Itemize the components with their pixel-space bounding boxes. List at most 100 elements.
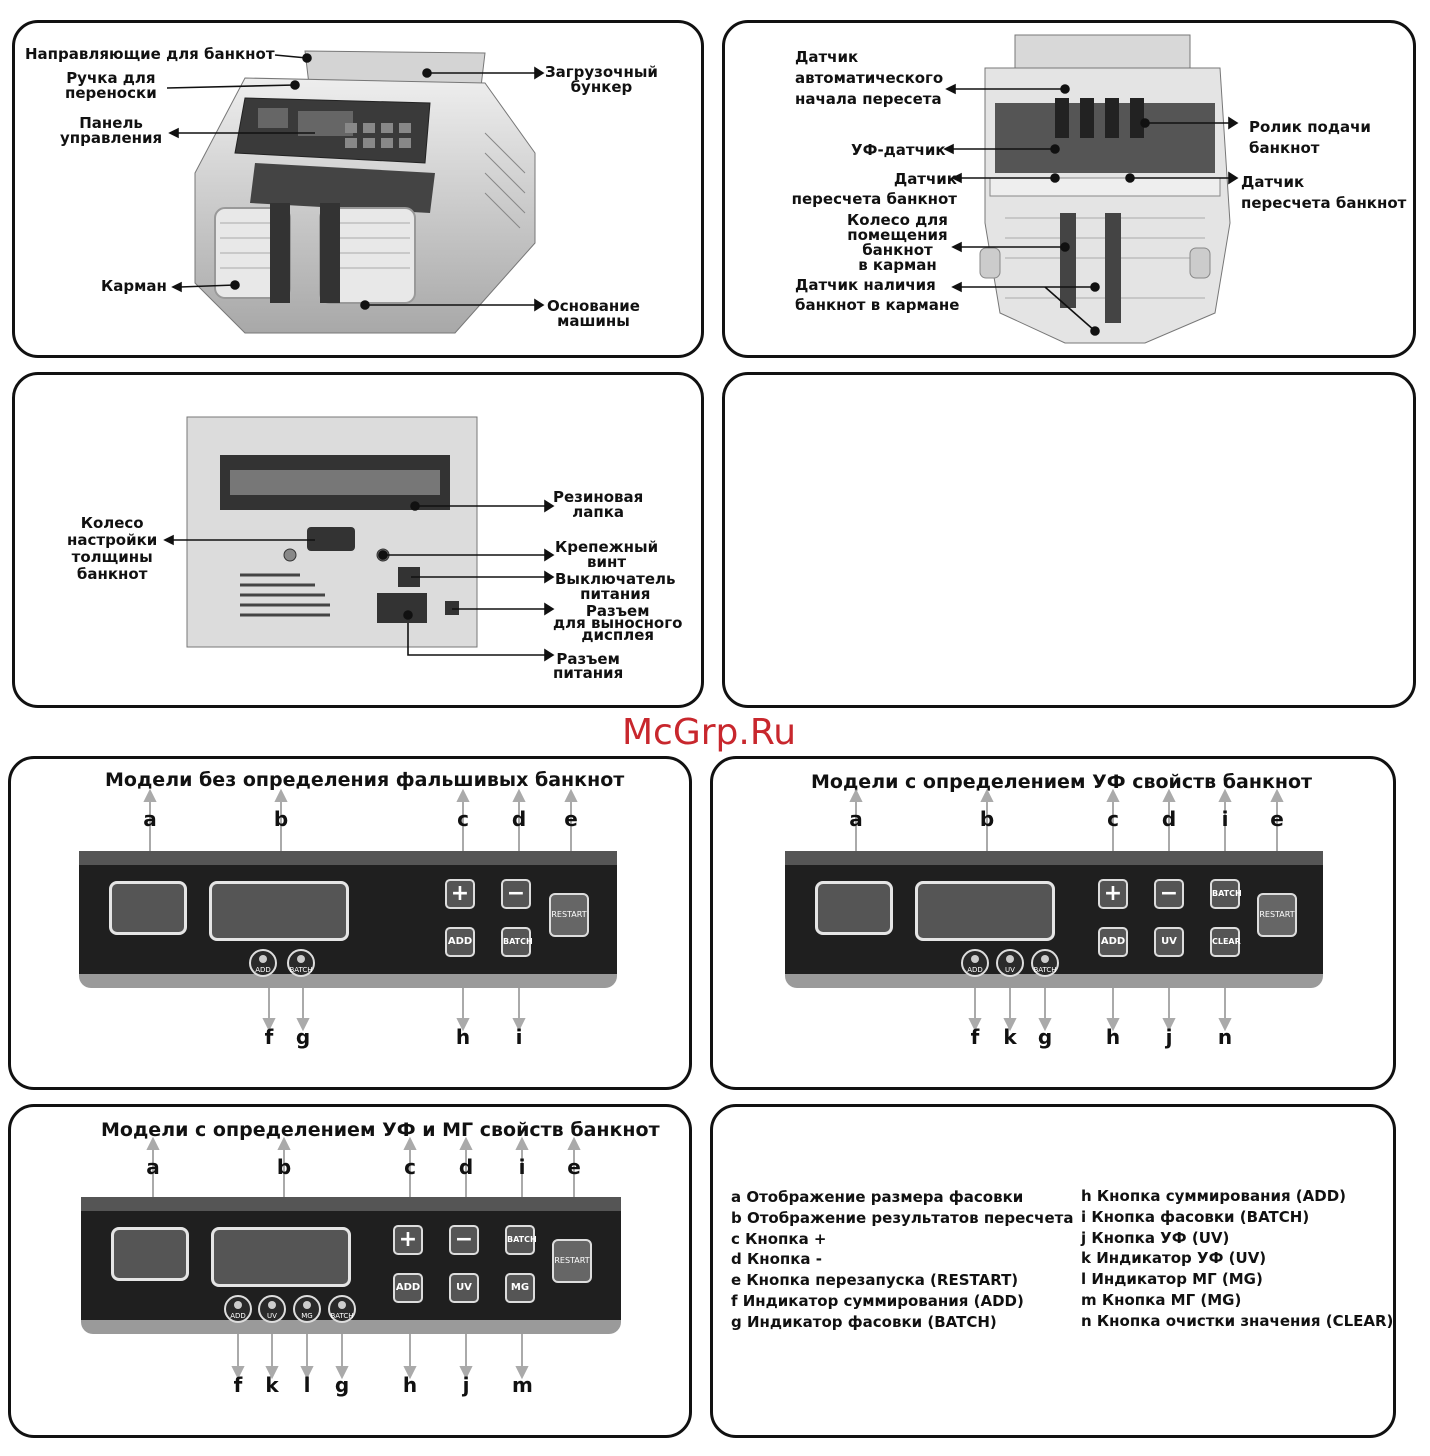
legend-item: n Кнопка очистки значения (CLEAR) xyxy=(1081,1311,1394,1330)
uv-indicator: UV xyxy=(996,949,1024,977)
minus-button[interactable]: − xyxy=(501,879,531,909)
add-indicator: ADD xyxy=(249,949,277,977)
mg-indicator: MG xyxy=(293,1295,321,1323)
add-indicator: ADD xyxy=(224,1295,252,1323)
letter-d: d xyxy=(511,807,527,831)
legend-item: l Индикатор МГ (MG) xyxy=(1081,1270,1263,1289)
uv-button[interactable]: UV xyxy=(449,1273,479,1303)
label-machine-base: Основание машины xyxy=(547,297,640,330)
letter-g: g xyxy=(1037,1025,1053,1049)
label-display-port: Разъем для выносного дисплея xyxy=(553,602,683,644)
front-view-panel: Направляющие для банкнот Ручка для перен… xyxy=(12,20,704,358)
legend-right-column: h Кнопка суммирования (ADD) i Кнопка фас… xyxy=(1081,1186,1393,1332)
batch-indicator: BATCH xyxy=(1031,949,1059,977)
uv-indicator: UV xyxy=(258,1295,286,1323)
letter-g: g xyxy=(334,1373,350,1397)
plus-button[interactable]: + xyxy=(1098,879,1128,909)
label-pocket: Карман xyxy=(101,277,167,295)
control-panel-uv-mg: Модели с определением УФ и МГ свойств ба… xyxy=(8,1104,692,1438)
label-count-sensor-left: Датчик пересчета банкнот xyxy=(791,170,957,208)
legend-item: d Кнопка - xyxy=(731,1250,823,1269)
legend-left-column: a Отображение размера фасовки b Отображе… xyxy=(731,1187,1073,1333)
control-panel-uv: Модели с определением УФ свойств банкнот… xyxy=(710,756,1396,1090)
letter-a: a xyxy=(146,1155,160,1179)
label-count-sensor-right: Датчик пересчета банкнот xyxy=(1241,173,1407,212)
add-button[interactable]: ADD xyxy=(1098,927,1128,957)
label-uv-sensor: УФ-датчик xyxy=(851,141,946,159)
legend-item: k Индикатор УФ (UV) xyxy=(1081,1249,1267,1268)
count-display xyxy=(915,881,1055,941)
panel-face: + − BATCH RESTART ADD UV CLEAR ADD UV BA… xyxy=(785,851,1323,988)
letter-f: f xyxy=(970,1025,980,1049)
legend-item: j Кнопка УФ (UV) xyxy=(1081,1228,1230,1247)
letter-i: i xyxy=(1221,807,1229,831)
inner-view-illustration xyxy=(943,34,1239,344)
letter-b: b xyxy=(276,1155,292,1179)
label-carry-handle: Ручка для переноски xyxy=(65,69,157,102)
label-pocket-sensor: Датчик наличия банкнот в кармане xyxy=(795,276,960,314)
mg-button[interactable]: MG xyxy=(505,1273,535,1303)
letter-f: f xyxy=(233,1373,243,1397)
panel-title: Модели с определением УФ и МГ свойств ба… xyxy=(101,1119,660,1141)
count-display xyxy=(209,881,349,941)
front-view-illustration xyxy=(166,50,545,334)
restart-button[interactable]: RESTART xyxy=(552,1239,592,1283)
batch-indicator: BATCH xyxy=(287,949,315,977)
plus-button[interactable]: + xyxy=(445,879,475,909)
clear-button[interactable]: CLEAR xyxy=(1210,927,1241,957)
legend-item: f Индикатор суммирования (ADD) xyxy=(731,1291,1024,1310)
add-button[interactable]: ADD xyxy=(393,1273,423,1303)
letter-g: g xyxy=(295,1025,311,1049)
letter-h: h xyxy=(1105,1025,1121,1049)
label-thickness-wheel: Колесо настройки толщины банкнот xyxy=(67,514,158,583)
letter-d: d xyxy=(1161,807,1177,831)
letter-n: n xyxy=(1217,1025,1233,1049)
minus-button[interactable]: − xyxy=(449,1225,479,1255)
batch-button[interactable]: BATCH xyxy=(501,927,533,957)
panel-title: Модели с определением УФ свойств банкнот xyxy=(811,771,1313,793)
label-stacker-wheel: Колесо для помещения банкнот в карман xyxy=(847,211,948,274)
letter-e: e xyxy=(1270,807,1284,831)
label-power-port: Разъем питания xyxy=(553,650,624,682)
batch-size-display xyxy=(815,881,893,935)
legend-item: m Кнопка МГ (MG) xyxy=(1081,1290,1242,1309)
minus-button[interactable]: − xyxy=(1154,879,1184,909)
restart-button[interactable]: RESTART xyxy=(549,893,589,937)
label-banknote-guides: Направляющие для банкнот xyxy=(25,45,275,63)
letter-b: b xyxy=(979,807,995,831)
label-auto-start-sensor: Датчик автоматического начала пересета xyxy=(795,48,944,108)
letter-j: j xyxy=(462,1373,470,1397)
letter-a: a xyxy=(143,807,157,831)
legend-item: i Кнопка фасовки (BATCH) xyxy=(1081,1207,1310,1226)
letter-i: i xyxy=(515,1025,523,1049)
legend-item: b Отображение результатов пересчета xyxy=(731,1208,1074,1227)
label-rubber-flap: Резиновая лапка xyxy=(553,488,644,521)
label-mounting-screw: Крепежный винт xyxy=(555,538,659,571)
legend-panel: a Отображение размера фасовки b Отображе… xyxy=(710,1104,1396,1438)
rear-view-illustration xyxy=(163,416,555,662)
batch-size-display xyxy=(109,881,187,935)
label-hopper: Загрузочный бункер xyxy=(545,63,658,96)
letter-h: h xyxy=(402,1373,418,1397)
label-control-panel: Панель управления xyxy=(60,114,163,147)
letter-c: c xyxy=(1107,807,1119,831)
rear-view-panel: Колесо настройки толщины банкнот Резинов… xyxy=(12,372,704,708)
legend-item: g Индикатор фасовки (BATCH) xyxy=(731,1312,997,1331)
control-panel-basic: Модели без определения фальшивых банкнот… xyxy=(8,756,692,1090)
legend-item: e Кнопка перезапуска (RESTART) xyxy=(731,1271,1019,1290)
batch-button[interactable]: BATCH xyxy=(1210,879,1242,909)
restart-button[interactable]: RESTART xyxy=(1257,893,1297,937)
plus-button[interactable]: + xyxy=(393,1225,423,1255)
legend-item: a Отображение размера фасовки xyxy=(731,1188,1024,1206)
letter-b: b xyxy=(273,807,289,831)
add-button[interactable]: ADD xyxy=(445,927,475,957)
letter-j: j xyxy=(1165,1025,1173,1049)
batch-button[interactable]: BATCH xyxy=(505,1225,537,1255)
uv-button[interactable]: UV xyxy=(1154,927,1184,957)
letter-l: l xyxy=(303,1373,311,1397)
letter-d: d xyxy=(458,1155,474,1179)
label-power-switch: Выключатель питания xyxy=(555,570,676,603)
label-feed-roller: Ролик подачи банкнот xyxy=(1249,118,1371,157)
letter-f: f xyxy=(264,1025,274,1049)
letter-k: k xyxy=(1003,1025,1017,1049)
